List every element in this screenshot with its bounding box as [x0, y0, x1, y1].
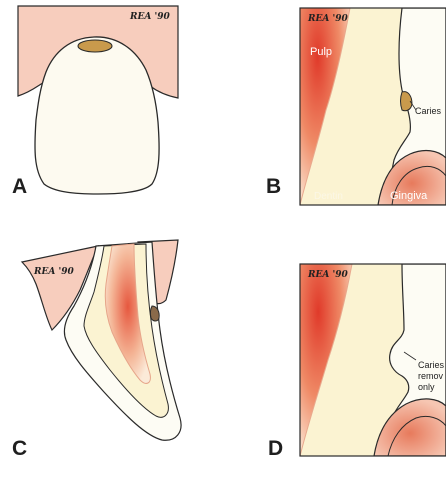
panel-b-caries-label: Caries: [415, 106, 442, 116]
panel-c-signature: REA '90: [33, 267, 74, 277]
panel-d-letter: D: [268, 438, 283, 459]
panel-a-letter: A: [12, 176, 27, 197]
panel-b-signature: REA '90: [307, 14, 348, 24]
panel-b-gingiva-label: Gingiva: [390, 190, 428, 202]
panel-c: REA '90: [22, 240, 181, 440]
panel-b-letter: B: [266, 176, 281, 197]
panel-a-signature: REA '90: [129, 12, 170, 22]
panel-c-letter: C: [12, 438, 27, 459]
panel-d-caries-label-line2: remov: [418, 371, 444, 381]
panel-b-pulp-label: Pulp: [310, 46, 332, 58]
panel-b: REA '90 Pulp Caries Dentin Gingiva: [300, 8, 446, 205]
panel-a: REA '90: [18, 6, 178, 194]
panel-d-signature: REA '90: [307, 270, 348, 280]
panel-a-caries-spot: [78, 40, 112, 52]
panel-d: REA '90 Caries remov only: [300, 264, 446, 456]
panel-d-caries-label-line1: Caries: [418, 360, 445, 370]
panel-a-crown: [35, 37, 159, 194]
panel-d-caries-label-line3: only: [418, 382, 435, 392]
panel-b-dentin-label: Dentin: [314, 191, 343, 202]
